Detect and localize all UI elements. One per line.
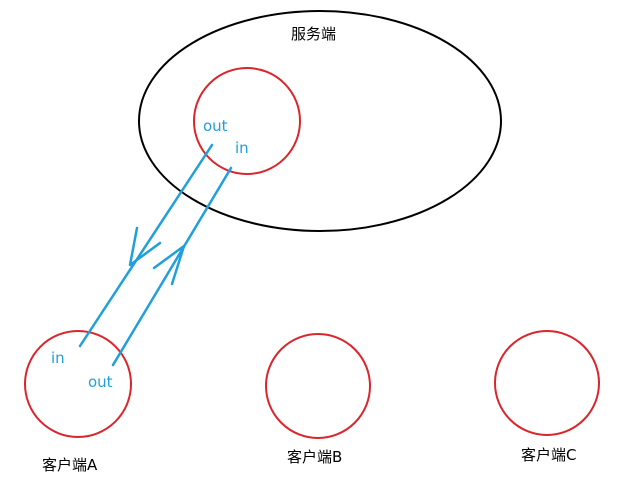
server-boundary xyxy=(138,10,502,232)
arrowhead-down-icon xyxy=(128,226,162,267)
client-c-label: 客户端C xyxy=(521,446,576,464)
server-label: 服务端 xyxy=(291,25,336,43)
client-a-port-in-label: in xyxy=(51,349,65,367)
server-port-out-label: out xyxy=(203,117,228,135)
stream-client-a-to-server xyxy=(111,166,233,367)
client-a-port-out-label: out xyxy=(88,373,113,391)
stream-server-to-client-a xyxy=(78,143,214,348)
client-b-label: 客户端B xyxy=(287,448,342,466)
server-node xyxy=(193,67,301,175)
arrowhead-up-icon xyxy=(152,244,186,286)
client-b-node xyxy=(265,333,371,439)
client-a-label: 客户端A xyxy=(42,456,98,474)
server-port-in-label: in xyxy=(235,139,249,157)
client-c-node xyxy=(494,330,600,436)
client-a-node xyxy=(24,330,132,438)
